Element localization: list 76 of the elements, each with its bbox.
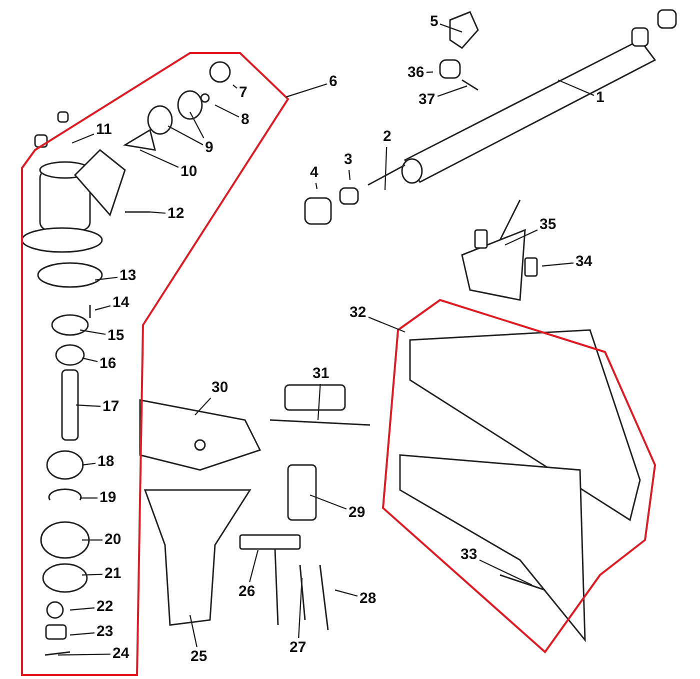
- callout-number: 12: [168, 206, 184, 222]
- leader-line: [80, 329, 106, 335]
- leader-line: [150, 211, 166, 214]
- leader-line: [76, 404, 101, 407]
- leader-line: [315, 182, 318, 190]
- leader-line: [317, 384, 321, 420]
- callout-number: 1: [596, 90, 604, 106]
- callout-number: 6: [329, 74, 338, 90]
- callout-number: 36: [408, 65, 424, 81]
- leader-line: [140, 149, 179, 168]
- leader-line: [189, 614, 198, 648]
- callout-number: 21: [104, 566, 122, 582]
- callout-number: 14: [112, 295, 130, 311]
- leader-line: [368, 316, 406, 333]
- callout-number: 4: [310, 165, 318, 181]
- leader-line: [82, 357, 98, 362]
- leader-line: [542, 262, 574, 267]
- leader-line: [72, 134, 94, 144]
- leader-line: [440, 24, 462, 33]
- leader-line: [58, 654, 110, 656]
- callout-number: 26: [238, 584, 256, 600]
- callout-number: 7: [239, 85, 248, 101]
- callout-number: 22: [96, 599, 114, 615]
- leader-line: [194, 398, 212, 416]
- leader-line: [426, 71, 434, 73]
- callout-number: 8: [241, 112, 250, 128]
- leader-line: [479, 559, 532, 586]
- leader-line: [558, 79, 594, 96]
- callout-number: 19: [100, 490, 116, 506]
- leader-line: [94, 276, 118, 281]
- callout-number: 29: [348, 505, 366, 521]
- callout-number: 20: [104, 532, 122, 548]
- callout-number: 16: [100, 356, 116, 372]
- callout-number: 17: [102, 399, 120, 415]
- leader-line: [80, 497, 98, 499]
- callout-number: 37: [418, 92, 436, 108]
- callout-number: 23: [96, 624, 114, 640]
- leader-line: [437, 85, 468, 97]
- callout-number: 30: [212, 380, 228, 396]
- callout-number: 31: [312, 366, 330, 382]
- leader-line: [82, 462, 96, 466]
- leader-line: [310, 494, 347, 510]
- leader-line: [348, 170, 351, 180]
- callout-number: 11: [96, 122, 112, 138]
- callout-number: 3: [344, 152, 352, 168]
- leader-line: [249, 550, 259, 582]
- leader-line: [94, 305, 111, 311]
- callout-number: 5: [430, 14, 438, 30]
- leader-line: [214, 104, 240, 118]
- leader-line: [232, 84, 238, 89]
- leader-line: [334, 589, 358, 597]
- group-outline: [19, 50, 291, 678]
- callout-number: 28: [360, 591, 376, 607]
- callout-number: 15: [108, 328, 124, 344]
- leader-line: [286, 83, 328, 98]
- leader-line: [189, 112, 204, 138]
- callout-number: 10: [180, 164, 198, 180]
- leader-line: [82, 539, 102, 541]
- callout-number: 32: [350, 305, 366, 321]
- callout-number: 27: [290, 640, 306, 656]
- leader-line: [298, 578, 303, 638]
- callout-number: 2: [383, 129, 392, 145]
- callout-number: 34: [576, 254, 592, 270]
- callout-number: 25: [190, 649, 208, 665]
- leader-line: [384, 146, 388, 190]
- callout-number: 33: [460, 547, 478, 563]
- callout-number: 9: [205, 140, 214, 156]
- callout-number: 35: [540, 217, 556, 233]
- callout-number: 18: [98, 454, 114, 470]
- group-outline: [380, 297, 658, 655]
- leader-line: [70, 632, 95, 636]
- leader-line: [168, 125, 204, 146]
- leader-line: [82, 574, 103, 576]
- callout-number: 24: [112, 646, 130, 662]
- leader-line: [70, 607, 95, 611]
- callout-number: 13: [120, 268, 136, 284]
